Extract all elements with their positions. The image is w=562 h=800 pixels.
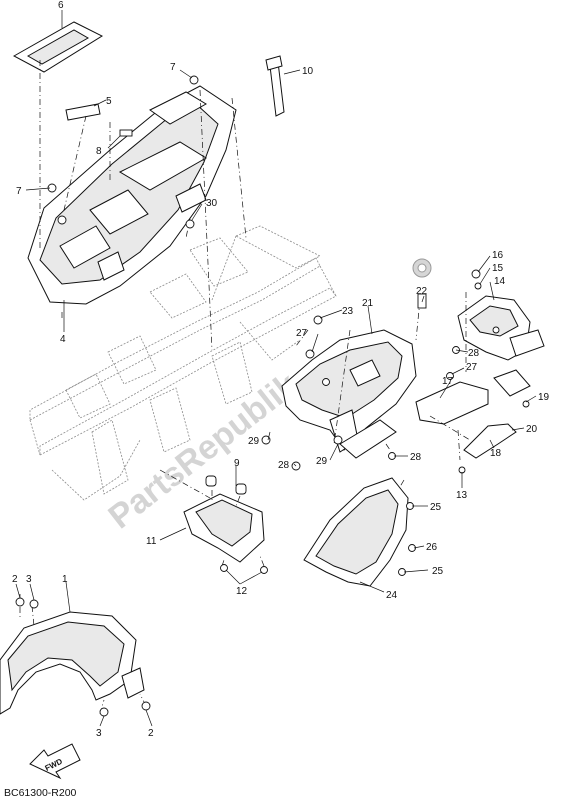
callout-29-center: 29	[316, 456, 328, 467]
callout-18: 18	[490, 448, 502, 459]
callout-4: 4	[60, 334, 66, 345]
callout-28-right: 28	[468, 348, 480, 359]
callout-13: 13	[456, 490, 468, 501]
callout-17: 17	[442, 376, 454, 387]
callout-11: 11	[146, 536, 157, 547]
callout-9: 9	[234, 458, 240, 469]
callout-7-left: 7	[16, 186, 22, 197]
callout-3-bottom: 3	[96, 728, 102, 739]
callout-25-upper: 25	[430, 502, 442, 513]
tray-part-4	[27, 85, 237, 305]
leader-lines	[15, 10, 537, 727]
plate-part-18	[463, 423, 517, 459]
flap-part-24	[303, 477, 409, 587]
cover-part-14	[457, 295, 545, 361]
fender-part-1	[0, 611, 145, 715]
rear-frame-outline	[29, 225, 337, 501]
callout-29-left: 29	[248, 436, 260, 447]
callout-5: 5	[106, 96, 112, 107]
bracket-part-21	[281, 329, 417, 459]
callout-7-top: 7	[170, 62, 176, 73]
callout-2-top: 2	[12, 574, 18, 585]
callout-27-left: 27	[296, 328, 308, 339]
bracket-part-17	[415, 369, 531, 425]
callout-19: 19	[538, 392, 550, 403]
callout-8: 8	[96, 146, 102, 157]
callout-28-center: 28	[410, 452, 422, 463]
seal-part-6	[12, 21, 104, 73]
callout-labels: 6 7 10 5 8 7 30 4 16 15 14 22 21 23 27 2…	[12, 0, 550, 739]
callout-25-lower: 25	[432, 566, 444, 577]
callout-22: 22	[416, 286, 428, 297]
callout-14: 14	[494, 276, 506, 287]
callout-24: 24	[386, 590, 398, 601]
callout-2-bottom: 2	[148, 728, 154, 739]
callout-16: 16	[492, 250, 504, 261]
callout-10: 10	[302, 66, 314, 77]
pad-part-5	[65, 103, 101, 121]
callout-23: 23	[342, 306, 354, 317]
callout-30: 30	[206, 198, 218, 209]
fwd-arrow-icon: FWD	[29, 743, 81, 780]
callout-26: 26	[426, 542, 438, 553]
callout-1: 1	[62, 574, 68, 585]
callout-28-bottom-left: 28	[278, 460, 290, 471]
callout-27-right: 27	[466, 362, 478, 373]
bracket-part-11	[183, 475, 265, 563]
callout-3-top: 3	[26, 574, 32, 585]
callout-21: 21	[362, 298, 374, 309]
gear-icon	[412, 258, 432, 278]
callout-15: 15	[492, 263, 504, 274]
callout-20: 20	[526, 424, 538, 435]
callout-6: 6	[58, 0, 64, 11]
diagram-code: BC61300-R200	[4, 787, 77, 799]
band-part-10	[265, 55, 285, 117]
callout-12: 12	[236, 586, 248, 597]
